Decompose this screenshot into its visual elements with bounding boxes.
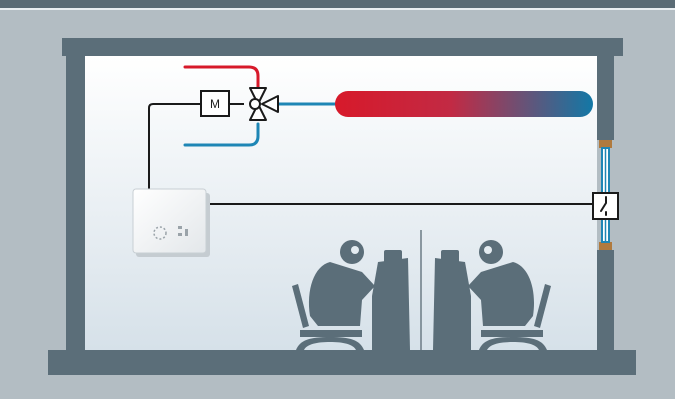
worker-right-monitor: [441, 250, 459, 272]
thermostat-indicator-3: [185, 229, 188, 236]
ceiling-slab: [62, 38, 623, 56]
valve-stem: [249, 98, 261, 110]
worker-right-body: [468, 262, 535, 326]
piping: [183, 65, 340, 147]
worker-right-eye: [484, 246, 492, 254]
valve-port-top: [249, 87, 267, 105]
valve-port-bottom: [249, 103, 267, 121]
worker-left-eye: [351, 246, 359, 254]
worker-left-chair-base: [296, 337, 364, 350]
worker-left-body: [308, 262, 375, 326]
top-strip-highlight: [0, 8, 675, 10]
right-wall-upper: [597, 56, 614, 140]
worker-right-desk: [433, 258, 471, 350]
valve-port-right: [261, 95, 279, 113]
thermostat-dial: [153, 226, 167, 240]
floor-slab: [48, 350, 636, 375]
radiant-ceiling-panel: [335, 91, 593, 117]
window-sill-bottom: [599, 242, 612, 250]
worker-right-chair-base: [479, 337, 547, 350]
thermostat-body: [132, 188, 207, 254]
worker-left: [292, 240, 410, 350]
window-contact-switch-icon: [592, 192, 619, 220]
motor-actuator-icon: M: [200, 90, 230, 117]
worker-left-monitor: [384, 250, 402, 272]
three-way-valve-icon: [249, 87, 279, 121]
left-wall: [66, 56, 85, 351]
room-thermostat-icon: [132, 188, 210, 257]
cold-return-pipe: [183, 122, 260, 147]
top-strip: [0, 0, 675, 8]
thermostat-indicator-1: [178, 226, 182, 229]
worker-right: [433, 240, 551, 350]
worker-left-chair-seat: [300, 330, 362, 337]
worker-right-chair-back: [534, 284, 551, 328]
window-sill-top: [599, 140, 612, 148]
hot-supply-pipe: [183, 65, 260, 90]
switch-symbol: [600, 196, 607, 216]
thermostat-indicator-2: [178, 233, 182, 236]
motor-label: M: [210, 97, 220, 111]
building-walls: [48, 38, 636, 375]
worker-left-desk: [372, 258, 410, 350]
motor-to-thermostat-wire: [148, 103, 201, 190]
office-workers-icon: [292, 240, 551, 350]
right-wall-lower: [597, 250, 614, 351]
worker-left-chair-back: [292, 284, 309, 328]
control-wiring: [148, 103, 593, 205]
worker-right-chair-seat: [481, 330, 543, 337]
motor-box: [200, 90, 230, 117]
